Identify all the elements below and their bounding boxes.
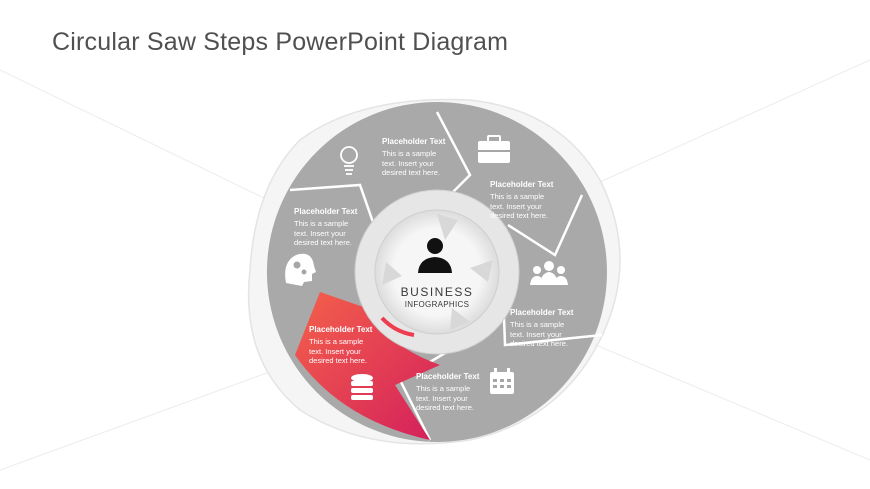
segment-4-text: Placeholder Text This is a sample text. … (416, 372, 526, 413)
segment-line: desired text here. (309, 356, 367, 365)
segment-line: This is a sample (294, 219, 349, 228)
segment-line: This is a sample (382, 149, 437, 158)
segment-line: desired text here. (416, 403, 474, 412)
segment-line: desired text here. (294, 238, 352, 247)
head-gears-icon (285, 253, 316, 286)
segment-line: text. Insert your (510, 329, 562, 339)
segment-title: Placeholder Text (294, 207, 358, 216)
segment-title: Placeholder Text (309, 325, 373, 334)
page-title: Circular Saw Steps PowerPoint Diagram (52, 28, 509, 56)
segment-line: desired text here. (382, 168, 440, 177)
segment-line: text. Insert your (416, 393, 468, 403)
segment-line: desired text here. (490, 211, 548, 220)
segment-body: This is a sample text. Insert your desir… (294, 219, 404, 248)
segment-line: This is a sample (309, 337, 364, 346)
segment-2-text: Placeholder Text This is a sample text. … (490, 180, 600, 221)
segment-line: This is a sample (490, 192, 545, 201)
person-icon (418, 238, 452, 273)
segment-body: This is a sample text. Insert your desir… (510, 320, 620, 349)
segment-title: Placeholder Text (490, 180, 554, 189)
segment-6-text: Placeholder Text This is a sample text. … (294, 207, 404, 248)
segment-line: text. Insert your (309, 346, 361, 356)
segment-highlight (295, 292, 440, 440)
segment-title: Placeholder Text (416, 372, 480, 381)
segment-body: This is a sample text. Insert your desir… (416, 384, 526, 413)
calendar-icon (490, 368, 514, 394)
segment-line: text. Insert your (490, 201, 542, 211)
segment-title: Placeholder Text (510, 308, 574, 317)
segment-body: This is a sample text. Insert your desir… (309, 337, 419, 366)
segment-3-text: Placeholder Text This is a sample text. … (510, 308, 620, 349)
database-icon (351, 374, 373, 400)
center-heading: BUSINESS (400, 285, 474, 299)
segment-line: This is a sample (416, 384, 471, 393)
segment-line: This is a sample (510, 320, 565, 329)
segment-5-text: Placeholder Text This is a sample text. … (309, 325, 419, 366)
segment-body: This is a sample text. Insert your desir… (490, 192, 600, 221)
team-icon (530, 261, 568, 285)
hub-blades (382, 214, 493, 330)
lightbulb-icon (340, 146, 358, 175)
segment-1-text: Placeholder Text This is a sample text. … (382, 137, 492, 178)
segment-line: desired text here. (510, 339, 568, 348)
segment-body: This is a sample text. Insert your desir… (382, 149, 492, 178)
hub-highlight-arc (380, 316, 415, 337)
briefcase-icon (478, 135, 510, 163)
segment-line: text. Insert your (382, 158, 434, 168)
segment-line: text. Insert your (294, 228, 346, 238)
segment-title: Placeholder Text (382, 137, 446, 146)
center-subheading: INFOGRAPHICS (404, 300, 470, 309)
